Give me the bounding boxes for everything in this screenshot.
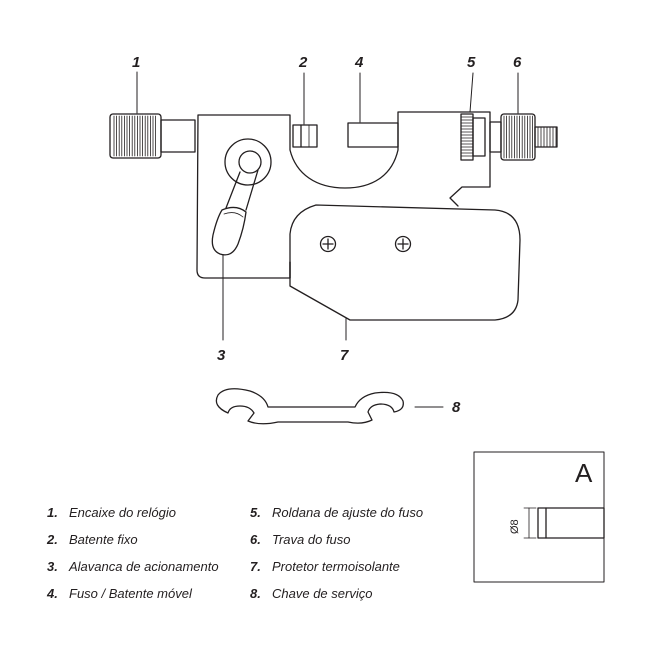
callout-7: 7 xyxy=(340,347,349,364)
callout-2: 2 xyxy=(298,54,308,71)
spindle-movable-anvil xyxy=(347,122,399,148)
detail-a-letter: A xyxy=(575,458,593,488)
watch-socket-sleeve xyxy=(160,119,196,153)
legend-item: 6.Trava do fuso xyxy=(250,532,351,547)
callout-5: 5 xyxy=(467,54,476,71)
detail-a-spindle xyxy=(523,507,605,539)
callout-6: 6 xyxy=(513,54,522,71)
legend-item: 2.Batente fixo xyxy=(47,532,138,547)
spindle-adjust-wheel xyxy=(460,113,486,161)
callout-8: 8 xyxy=(452,399,461,416)
actuation-lever xyxy=(211,138,272,256)
cover-screw-left xyxy=(319,235,337,253)
callout-1: 1 xyxy=(132,54,140,71)
callout-4: 4 xyxy=(354,54,364,71)
callout-3: 3 xyxy=(217,347,226,364)
legend-item: 4.Fuso / Batente móvel xyxy=(47,586,192,601)
legend-item: 5.Roldana de ajuste do fuso xyxy=(250,505,424,520)
fixed-anvil xyxy=(292,124,318,148)
service-key xyxy=(215,388,404,425)
legend-item: 7.Protetor termoisolante xyxy=(250,559,400,574)
watch-socket-knurl xyxy=(109,113,162,159)
legend-item: 3.Alavanca de acionamento xyxy=(47,559,219,574)
spindle-lock xyxy=(489,113,558,161)
detail-a-dimension: Ø8 xyxy=(509,519,521,534)
legend-item: 8.Chave de serviço xyxy=(250,586,373,601)
cover-screw-right xyxy=(394,235,412,253)
legend-item: 1.Encaixe do relógio xyxy=(47,505,176,520)
leader-lines xyxy=(136,71,519,408)
frame-body xyxy=(196,111,491,279)
legend-left: 1.Encaixe do relógio 2.Batente fixo 3.Al… xyxy=(47,499,219,607)
thermal-protector xyxy=(289,204,521,321)
legend-right: 5.Roldana de ajuste do fuso 6.Trava do f… xyxy=(250,499,423,607)
